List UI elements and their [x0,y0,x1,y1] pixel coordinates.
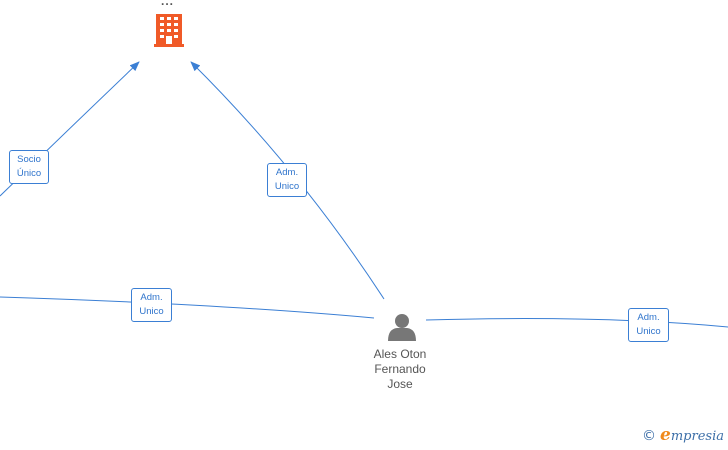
person-node-label: Ales Oton Fernando Jose [355,347,445,392]
person-name-line-1: Ales Oton [373,347,427,361]
edge-label-line-1: Adm. [140,292,163,303]
edge-label-adm-unico-right[interactable]: Adm. Unico [628,308,669,342]
edge-label-adm-unico-person-company[interactable]: Adm. Unico [267,163,307,197]
edge-label-adm-unico-left[interactable]: Adm. Unico [131,288,172,322]
person-icon[interactable] [388,314,416,341]
edge-label-line-2: Unico [274,181,300,192]
edge-label-line-2: Unico [139,306,164,317]
edge-label-line-2: Único [16,168,42,179]
copyright-symbol: © [642,428,657,444]
edge-label-line-1: Adm. [275,167,299,178]
brand-initial: e [660,425,671,445]
brand-name: mpresia [670,429,724,444]
person-name-line-3: Jose [387,377,413,391]
building-icon[interactable] [154,14,184,47]
edge-label-line-2: Unico [636,326,661,337]
edge-adm-unico-left [0,296,375,319]
edge-label-line-1: Adm. [637,312,660,323]
edge-adm-unico-right [425,318,728,328]
brand-watermark: ©empresia [642,425,724,445]
person-name-line-2: Fernando [374,362,426,376]
company-node-label: ... [161,0,175,8]
edge-label-socio-unico[interactable]: Socio Único [9,150,49,184]
edge-label-line-1: Socio [17,154,41,165]
